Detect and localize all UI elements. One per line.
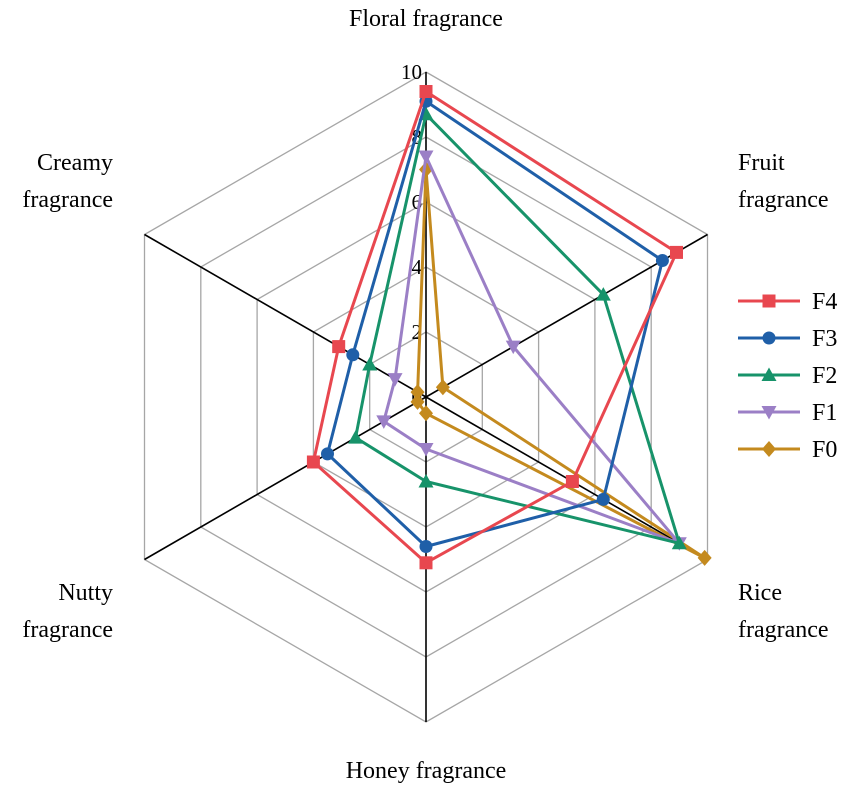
axis-label: fragrance bbox=[22, 617, 113, 643]
data-point bbox=[762, 331, 776, 345]
tick-label: 2 bbox=[412, 320, 423, 344]
data-point bbox=[671, 535, 687, 550]
data-point bbox=[419, 85, 433, 98]
data-point bbox=[419, 540, 433, 553]
axis-label: Floral fragrance bbox=[349, 6, 503, 32]
series-f1 bbox=[376, 150, 687, 551]
data-point bbox=[655, 254, 669, 267]
data-point bbox=[595, 287, 611, 301]
data-point bbox=[419, 405, 433, 422]
series-f2 bbox=[348, 106, 687, 550]
axis-label: Creamy bbox=[37, 150, 113, 176]
tick-label: 4 bbox=[412, 255, 423, 279]
data-point bbox=[418, 474, 434, 488]
data-point bbox=[419, 556, 433, 570]
axis-label: Nutty bbox=[58, 580, 113, 606]
axis-label: fragrance bbox=[738, 187, 829, 213]
data-point bbox=[348, 430, 364, 444]
axis-label: Honey fragrance bbox=[346, 758, 507, 784]
legend-label: F0 bbox=[812, 437, 837, 463]
data-point bbox=[410, 393, 425, 410]
data-point bbox=[697, 549, 712, 566]
data-point bbox=[762, 294, 776, 308]
legend-label: F4 bbox=[812, 289, 837, 315]
data-point bbox=[435, 379, 450, 396]
series-f3 bbox=[321, 94, 669, 553]
axis-label: fragrance bbox=[738, 617, 829, 643]
axis-spoke bbox=[144, 396, 427, 561]
data-point bbox=[306, 455, 320, 469]
axis-spoke bbox=[144, 233, 427, 398]
tick-label: 10 bbox=[401, 60, 422, 84]
data-point bbox=[596, 492, 610, 506]
data-point bbox=[418, 150, 434, 164]
data-point bbox=[761, 367, 777, 381]
tick-label: 6 bbox=[412, 190, 423, 214]
series-layer bbox=[306, 85, 712, 570]
legend-item-f3: F3 bbox=[738, 326, 837, 352]
series-f4 bbox=[306, 85, 683, 570]
axis-label: Fruit bbox=[738, 150, 785, 176]
legend-item-f2: F2 bbox=[738, 363, 837, 389]
legend-label: F1 bbox=[812, 400, 837, 426]
data-point bbox=[505, 340, 521, 355]
legend-label: F2 bbox=[812, 363, 837, 389]
legend-item-f0: F0 bbox=[738, 437, 837, 463]
legend-item-f1: F1 bbox=[738, 400, 837, 426]
data-point bbox=[762, 441, 776, 457]
legend-item-f4: F4 bbox=[738, 289, 837, 315]
data-point bbox=[346, 348, 360, 362]
data-point bbox=[418, 443, 434, 457]
data-point bbox=[332, 340, 346, 354]
data-point bbox=[376, 415, 392, 429]
axis-labels: Floral fragranceFruitfragranceRicefragra… bbox=[22, 6, 828, 784]
data-point bbox=[565, 475, 579, 488]
data-point bbox=[387, 373, 403, 387]
axis-label: Rice bbox=[738, 580, 782, 606]
data-point bbox=[761, 406, 777, 420]
data-point bbox=[321, 447, 334, 461]
data-point bbox=[670, 245, 683, 259]
data-point bbox=[410, 384, 425, 401]
axis-label: fragrance bbox=[22, 187, 113, 213]
data-point bbox=[362, 357, 378, 371]
legend-label: F3 bbox=[812, 326, 837, 352]
